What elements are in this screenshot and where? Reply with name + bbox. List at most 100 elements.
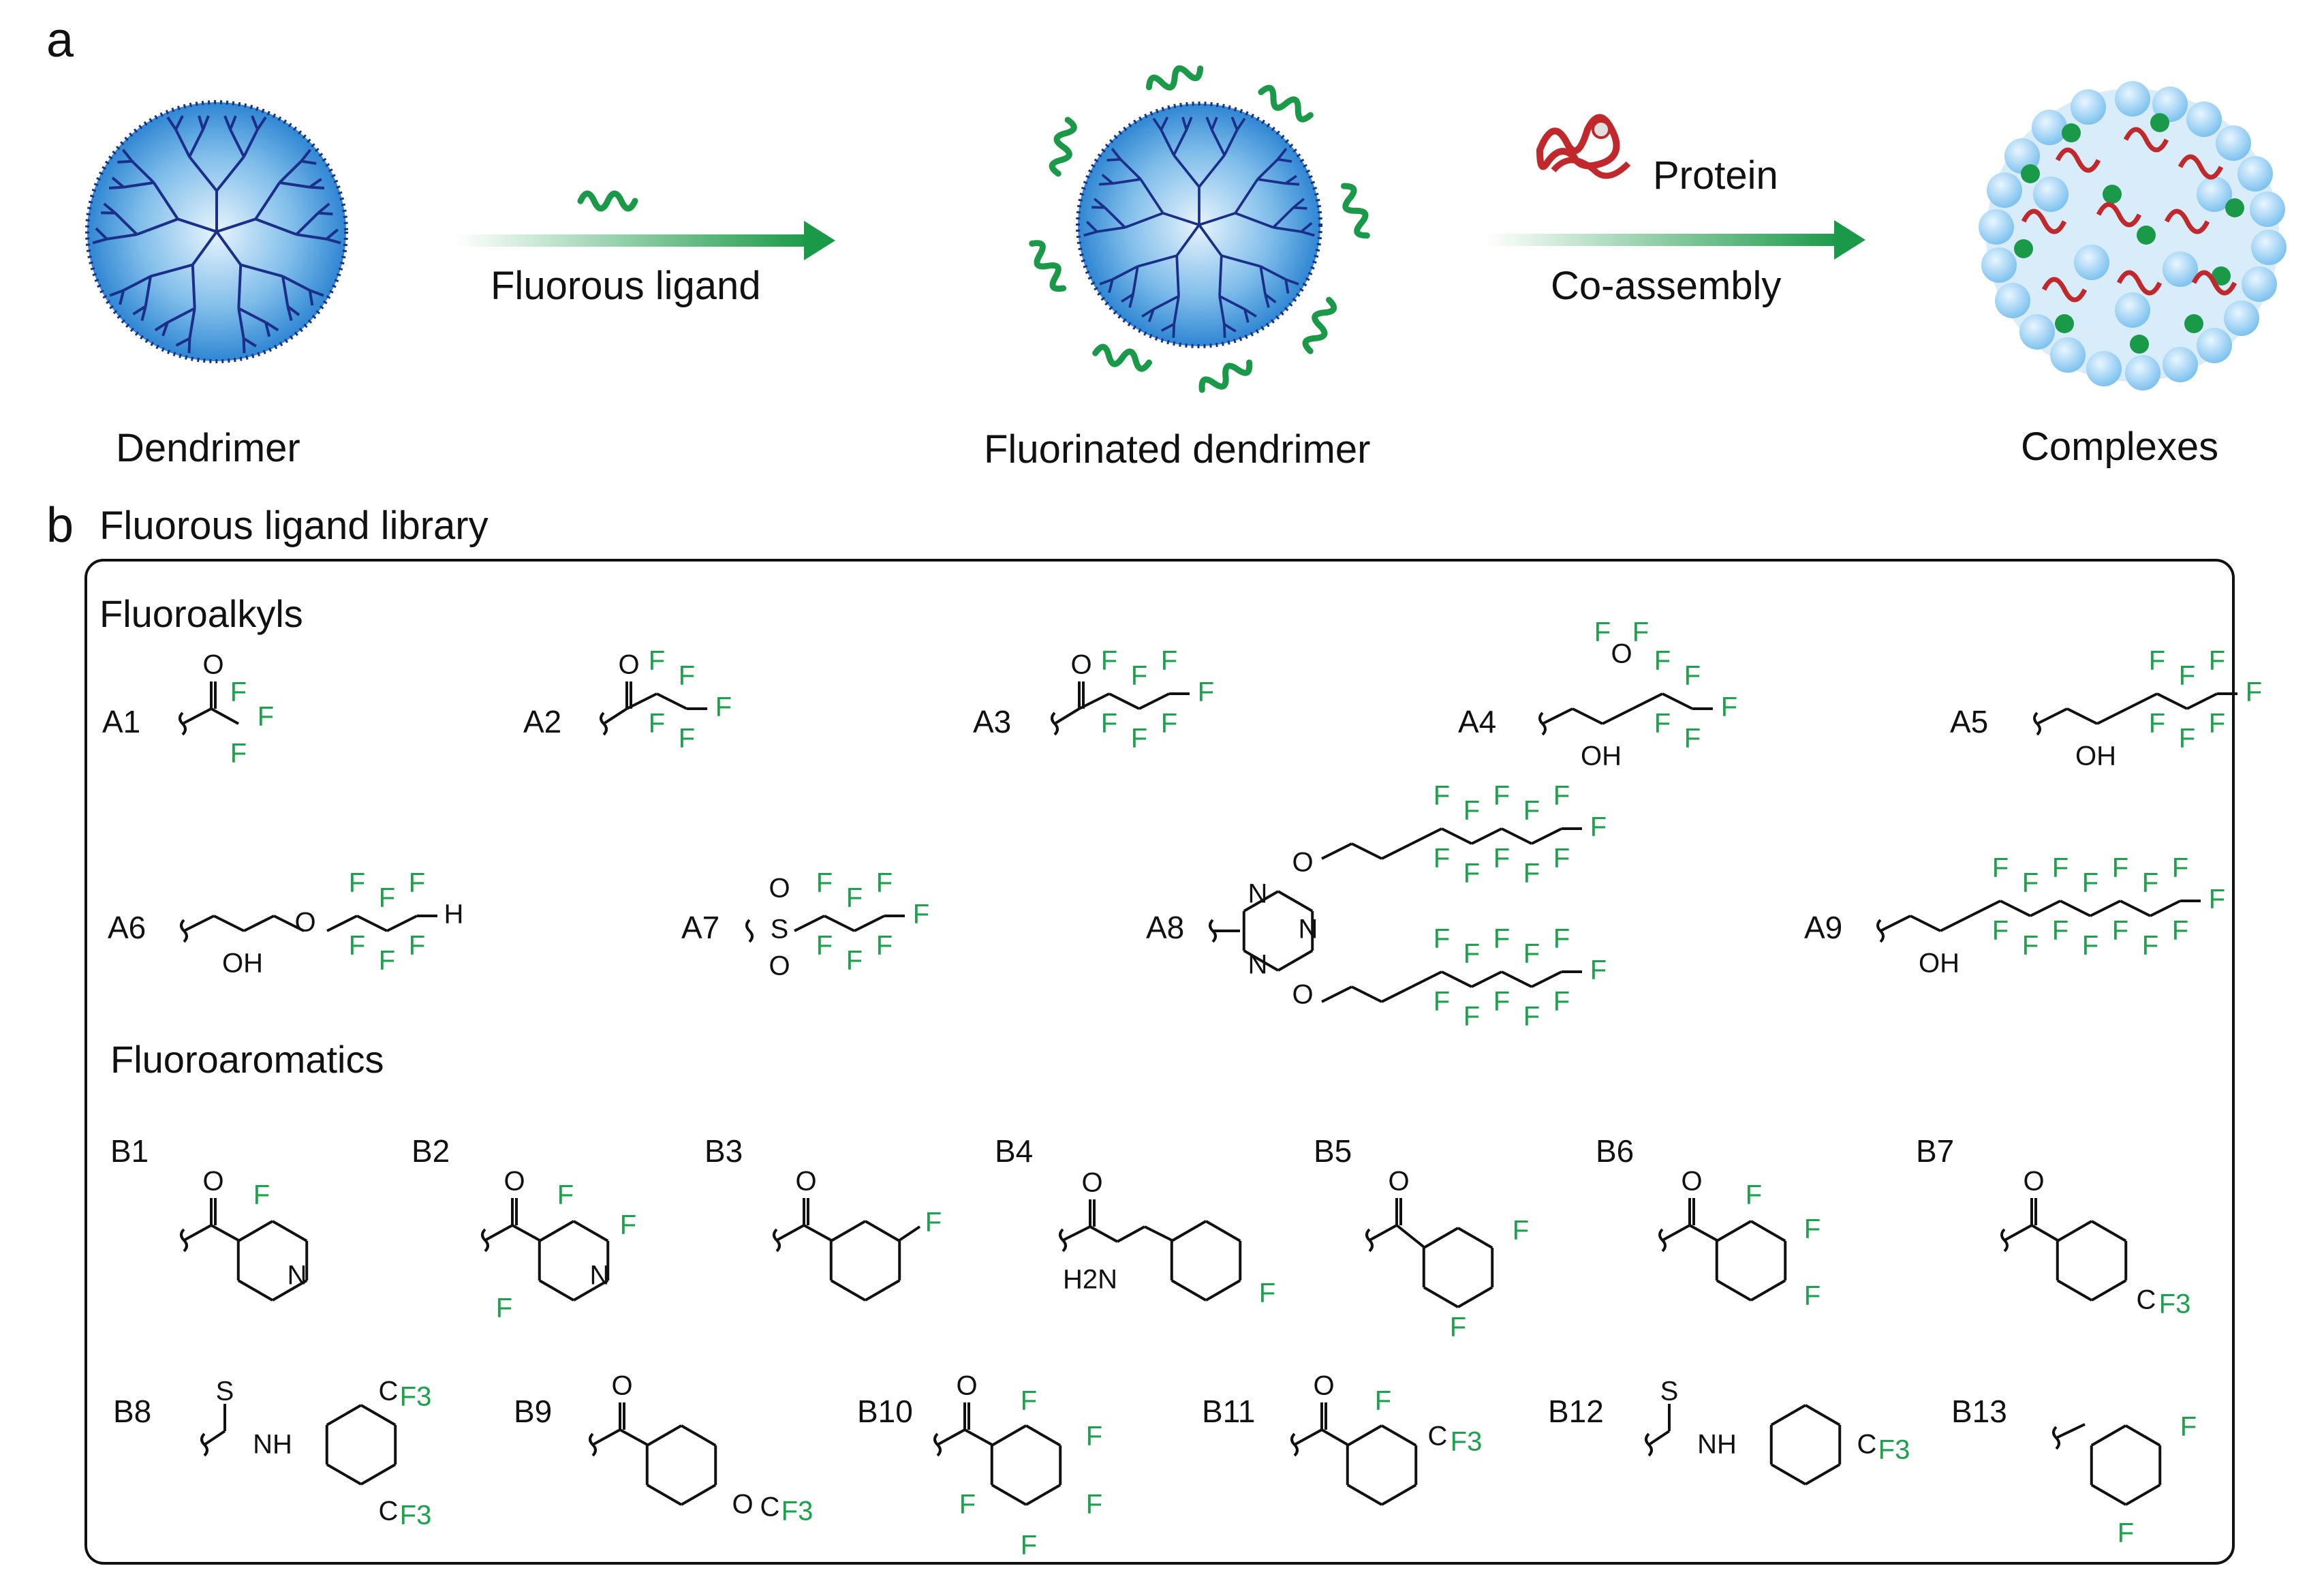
- compound-label-B5: B5: [1314, 1133, 1352, 1169]
- panel-a-letter: a: [46, 13, 74, 67]
- fluoroalkyls-title: Fluoroalkyls: [99, 592, 303, 635]
- fluorine-atom: F: [620, 1210, 636, 1240]
- chain-bond: [592, 1428, 621, 1446]
- chain-bond: [1117, 1225, 1145, 1243]
- trifluoromethyl-group: F3: [781, 1497, 814, 1526]
- oxygen-atom: O: [1388, 1167, 1409, 1197]
- fluorine-atom: F: [1523, 796, 1540, 826]
- fluorine-atom: F: [1434, 781, 1450, 811]
- fluorine-atom: F: [1654, 709, 1671, 739]
- ring-bond: [326, 1404, 362, 1426]
- fluorine-atom: F: [2052, 916, 2069, 946]
- chain-bond: [2066, 707, 2098, 725]
- fluorine-atom: F: [876, 868, 893, 898]
- ring-bond: [1171, 1220, 1207, 1242]
- oxygen-atom: O: [1681, 1167, 1702, 1197]
- chain-bond: [1062, 1225, 1091, 1242]
- compound-label-B7: B7: [1916, 1133, 1955, 1169]
- chain-bond: [2126, 692, 2158, 710]
- trifluoromethyl-group: F3: [400, 1501, 432, 1531]
- fluorine-atom: F: [258, 702, 274, 732]
- carbon-atom: C: [1428, 1422, 1448, 1452]
- fluorine-atom: F: [557, 1180, 574, 1210]
- compound-label-A1: A1: [102, 704, 141, 739]
- fluorine-atom: F: [876, 931, 893, 961]
- chain-bond: [203, 1430, 226, 1446]
- ring-bond: [573, 1279, 609, 1302]
- ring-bond: [326, 1463, 362, 1486]
- triazine-bond: [1243, 890, 1279, 912]
- chain-bond: [2056, 1423, 2086, 1439]
- ring-bond: [991, 1484, 1027, 1506]
- ring-bond: [1423, 1286, 1459, 1308]
- oxygen-atom: O: [1070, 650, 1091, 680]
- arrow-fluorination: [455, 221, 835, 260]
- fluorine-atom: F: [2209, 709, 2225, 739]
- oxygen-atom: O: [294, 908, 315, 938]
- fluorine-atom: F: [1493, 924, 1510, 954]
- hydroxyl-group: OH: [1919, 949, 1959, 979]
- chain-bond: [1940, 915, 1971, 932]
- fluorine-atom: F: [1021, 1386, 1037, 1416]
- chain-bond: [1910, 915, 1941, 932]
- chain-bond: [1381, 842, 1412, 860]
- fluorine-atom: F: [846, 883, 863, 913]
- fluorine-atom: F: [2082, 868, 2098, 898]
- chain-bond: [2036, 707, 2068, 725]
- triazine-bond: [1277, 890, 1314, 912]
- chain-bond: [2120, 900, 2151, 917]
- chain-bond: [2000, 900, 2031, 917]
- ring-bond: [1716, 1220, 1752, 1242]
- compound-label-A9: A9: [1804, 910, 1843, 945]
- oxygen-atom: O: [769, 951, 790, 981]
- chain-bond: [619, 1428, 648, 1446]
- chain-bond: [1471, 827, 1502, 845]
- chain-bond: [1320, 1428, 1349, 1446]
- nitrogen-atom: N: [288, 1261, 307, 1291]
- oxygen-atom: O: [202, 650, 223, 680]
- fluorine-atom: F: [1101, 646, 1117, 676]
- ring-bond: [1381, 1424, 1417, 1447]
- ring-bond: [646, 1484, 682, 1506]
- fluorine-atom: F: [1992, 853, 2009, 883]
- ring-bond: [1346, 1484, 1382, 1506]
- compound-label-B6: B6: [1596, 1133, 1634, 1169]
- oxygen-atom: O: [618, 650, 639, 680]
- chain-bond: [1321, 842, 1352, 860]
- trifluoromethyl-group: F3: [400, 1382, 432, 1412]
- ring-bond: [538, 1279, 574, 1302]
- hydrogen-atom: H: [444, 900, 464, 930]
- fluorine-atom: F: [230, 677, 247, 707]
- ring-bond: [830, 1279, 866, 1302]
- chain-bond: [1647, 1430, 1671, 1446]
- fluorine-atom: F: [925, 1208, 942, 1238]
- compound-label-A8: A8: [1146, 910, 1185, 945]
- carbon-atom: C: [1857, 1430, 1877, 1460]
- ring-bond: [1205, 1279, 1241, 1302]
- ring-bond: [1750, 1279, 1786, 1302]
- fluorine-atom: F: [1746, 1180, 1762, 1210]
- chain-bond: [964, 1428, 993, 1446]
- fluorine-atom: F: [2112, 853, 2128, 883]
- fluorine-atom: F: [1684, 661, 1701, 691]
- ring-bond: [237, 1279, 274, 1302]
- fluorine-atom: F: [1086, 1490, 1102, 1520]
- fluorine-atom: F: [2052, 853, 2069, 883]
- protein-label: Protein: [1653, 153, 1778, 198]
- ring-bond: [1346, 1424, 1382, 1447]
- carbon-atom: C: [760, 1492, 780, 1522]
- ring-bond: [1770, 1404, 1806, 1426]
- chain-bond: [1411, 827, 1442, 845]
- ring-bond: [1805, 1404, 1841, 1426]
- compound-label-B3: B3: [704, 1133, 743, 1169]
- chain-bond: [1531, 970, 1562, 988]
- fluorine-atom: F: [379, 883, 395, 913]
- fluorine-atom: F: [230, 739, 247, 769]
- compound-label-B10: B10: [857, 1394, 913, 1429]
- ring-bond: [538, 1220, 574, 1242]
- fluorine-atom: F: [1463, 939, 1480, 969]
- fluorine-atom: F: [1161, 646, 1177, 676]
- trifluoromethyl-group: F3: [1451, 1427, 1483, 1457]
- fluorine-atom: F: [1434, 924, 1450, 954]
